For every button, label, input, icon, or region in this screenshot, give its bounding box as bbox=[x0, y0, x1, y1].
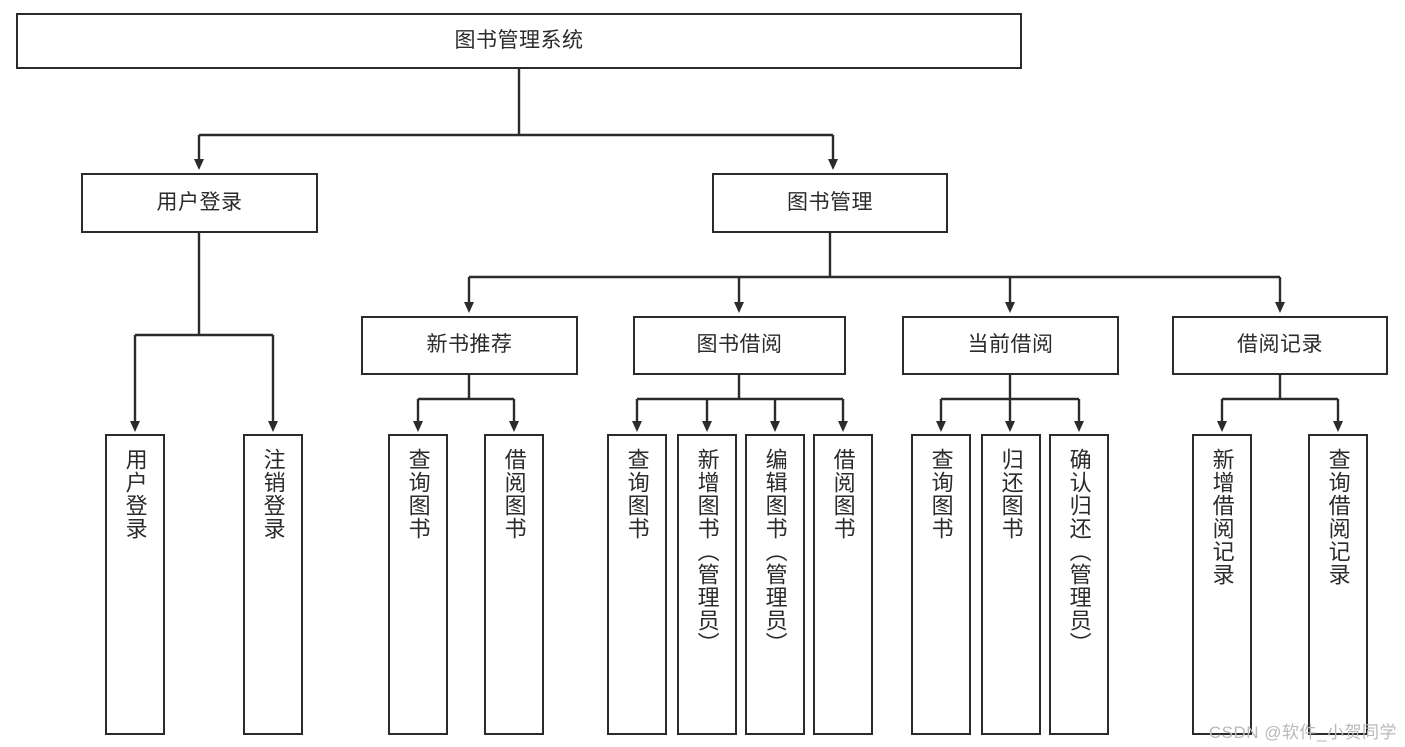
node-label: 编辑图书（管理员） bbox=[762, 448, 788, 655]
node-root-book-management-system[interactable]: 图书管理系统 bbox=[16, 13, 1022, 69]
leaf-book-borrow-query-book[interactable]: 查询图书 bbox=[607, 434, 667, 735]
node-label: 查询图书 bbox=[405, 448, 431, 540]
leaf-book-borrow-add-book-admin[interactable]: 新增图书（管理员） bbox=[677, 434, 737, 735]
node-label: 新增图书（管理员） bbox=[694, 448, 720, 655]
leaf-new-book-borrow-book[interactable]: 借阅图书 bbox=[484, 434, 544, 735]
node-book-management[interactable]: 图书管理 bbox=[712, 173, 948, 233]
leaf-book-borrow-edit-book-admin[interactable]: 编辑图书（管理员） bbox=[745, 434, 805, 735]
node-label: 借阅记录 bbox=[1237, 333, 1323, 357]
watermark: CSDN @软件_小贺同学 bbox=[1208, 723, 1397, 742]
node-label: 查询借阅记录 bbox=[1325, 448, 1351, 586]
leaf-current-borrow-query-book[interactable]: 查询图书 bbox=[911, 434, 971, 735]
leaf-current-borrow-return-book[interactable]: 归还图书 bbox=[981, 434, 1041, 735]
node-borrow-record[interactable]: 借阅记录 bbox=[1172, 316, 1388, 375]
leaf-user-login-login[interactable]: 用户登录 bbox=[105, 434, 165, 735]
leaf-book-borrow-borrow-book[interactable]: 借阅图书 bbox=[813, 434, 873, 735]
node-book-borrow[interactable]: 图书借阅 bbox=[633, 316, 846, 375]
leaf-borrow-record-add-record[interactable]: 新增借阅记录 bbox=[1192, 434, 1252, 735]
node-label: 注销登录 bbox=[260, 448, 286, 540]
node-label: 图书借阅 bbox=[696, 333, 783, 357]
node-label: 新书推荐 bbox=[426, 333, 513, 357]
node-label: 当前借阅 bbox=[967, 333, 1054, 357]
node-label: 图书管理 bbox=[787, 190, 873, 214]
node-label: 借阅图书 bbox=[501, 448, 527, 540]
node-current-borrow[interactable]: 当前借阅 bbox=[902, 316, 1119, 375]
leaf-user-login-logout[interactable]: 注销登录 bbox=[243, 434, 303, 735]
leaf-borrow-record-query-record[interactable]: 查询借阅记录 bbox=[1308, 434, 1368, 735]
node-label: 借阅图书 bbox=[830, 448, 856, 540]
node-label: 新增借阅记录 bbox=[1209, 448, 1235, 586]
node-label: 归还图书 bbox=[998, 448, 1024, 540]
leaf-current-borrow-confirm-return-admin[interactable]: 确认归还（管理员） bbox=[1049, 434, 1109, 735]
node-new-book-recommend[interactable]: 新书推荐 bbox=[361, 316, 578, 375]
node-label: 图书管理系统 bbox=[454, 28, 584, 52]
node-label: 查询图书 bbox=[928, 448, 954, 540]
node-label: 用户登录 bbox=[156, 190, 243, 214]
leaf-new-book-query-book[interactable]: 查询图书 bbox=[388, 434, 448, 735]
node-label: 确认归还（管理员） bbox=[1066, 448, 1092, 655]
node-label: 查询图书 bbox=[624, 448, 650, 540]
node-user-login[interactable]: 用户登录 bbox=[81, 173, 318, 233]
node-label: 用户登录 bbox=[122, 448, 148, 540]
